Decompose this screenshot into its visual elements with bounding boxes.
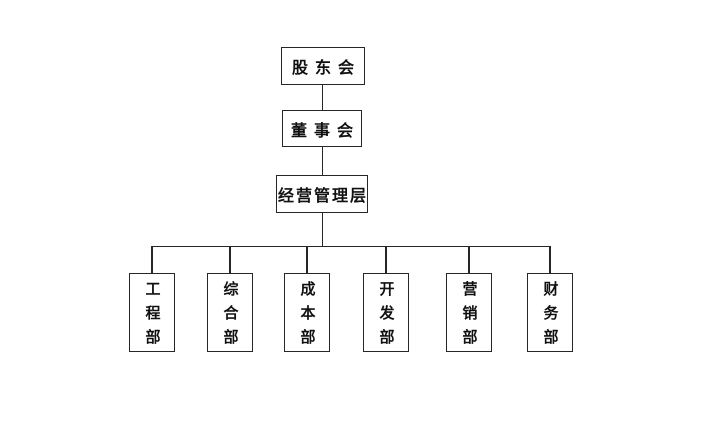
connector-line-drop: [229, 246, 231, 273]
org-node-board-of-directors: 董事会: [282, 110, 362, 147]
org-node-management-level: 经营管理层: [276, 175, 368, 213]
connector-line-drop: [306, 246, 308, 273]
connector-line-drop: [385, 246, 387, 273]
org-node-label: 成本部: [298, 281, 315, 353]
org-node-label: 股东会: [291, 60, 361, 77]
org-node-department: 营销部: [446, 273, 492, 353]
connector-line-horizontal-rail: [152, 246, 551, 248]
connector-line-drop: [549, 246, 551, 273]
connector-line-drop: [151, 246, 153, 273]
org-node-label: 营销部: [460, 281, 477, 353]
org-node-label: 董事会: [290, 122, 360, 140]
connector-line-drop: [468, 246, 470, 273]
org-node-department: 成本部: [284, 273, 330, 353]
org-node-department: 开发部: [363, 273, 409, 353]
org-node-shareholders-meeting: 股东会: [281, 47, 365, 85]
connector-line-vertical: [321, 147, 323, 175]
org-node-label: 开发部: [377, 281, 394, 353]
org-node-department: 财务部: [527, 273, 573, 353]
org-node-department: 综合部: [207, 273, 253, 353]
org-node-label: 经营管理层: [278, 188, 369, 205]
connector-line-vertical: [321, 85, 323, 110]
connector-line-vertical: [321, 213, 323, 247]
org-node-label: 工程部: [143, 281, 160, 353]
org-node-department: 工程部: [129, 273, 175, 353]
org-node-label: 财务部: [541, 281, 558, 353]
org-node-label: 综合部: [221, 281, 238, 353]
